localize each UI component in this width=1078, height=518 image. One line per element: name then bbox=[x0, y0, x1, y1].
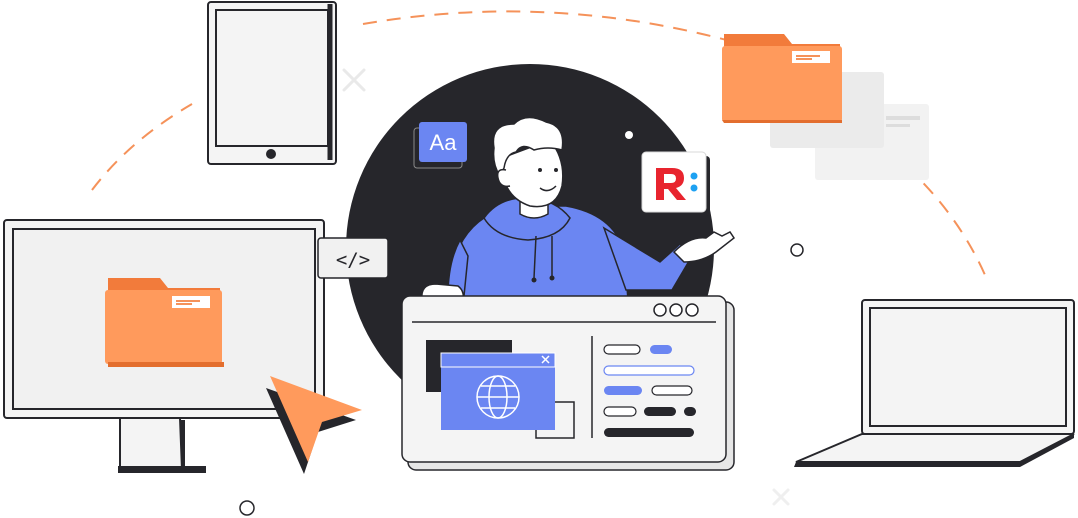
cursor-arrow-icon bbox=[266, 376, 362, 474]
browser-window bbox=[401, 295, 735, 471]
window-dot bbox=[653, 303, 667, 317]
font-badge: Aa bbox=[413, 122, 467, 169]
decor-circle bbox=[625, 131, 633, 139]
window-dot bbox=[685, 303, 699, 317]
decor-circle bbox=[239, 500, 255, 516]
sparkle-icon bbox=[772, 488, 790, 506]
folder-stack bbox=[722, 34, 929, 180]
code-tag-badge: </> bbox=[317, 237, 389, 279]
globe-card bbox=[440, 352, 556, 430]
window-dot bbox=[669, 303, 683, 317]
decor-circle bbox=[790, 243, 804, 257]
app-logo-icon bbox=[641, 151, 710, 216]
person-illustration bbox=[421, 116, 736, 305]
sparkle-icon bbox=[342, 68, 366, 92]
dashed-arc-top bbox=[362, 10, 756, 49]
folder-icon bbox=[722, 34, 842, 123]
laptop-icon bbox=[794, 299, 1075, 467]
globe-icon bbox=[476, 375, 520, 419]
folder-icon bbox=[105, 278, 224, 367]
close-icon bbox=[541, 355, 550, 364]
dashed-arc-left bbox=[91, 103, 193, 191]
tablet-icon bbox=[207, 1, 337, 165]
font-badge-text: Aa bbox=[430, 130, 458, 155]
code-tag-text: </> bbox=[336, 249, 370, 271]
